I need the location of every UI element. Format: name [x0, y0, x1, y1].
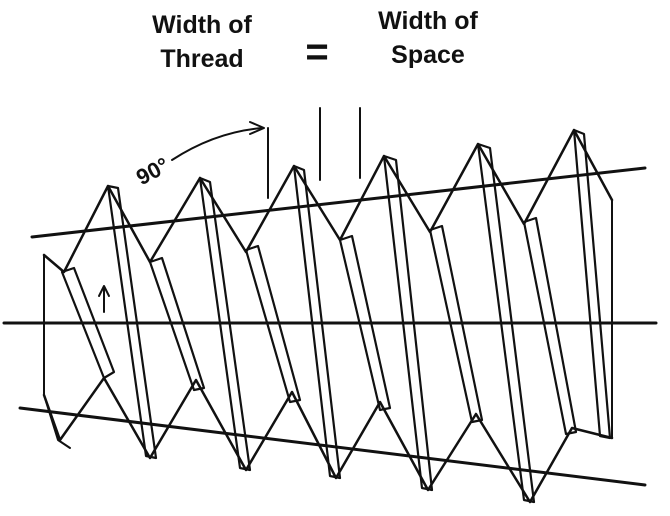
lower-thread-profile [42, 376, 614, 504]
thread-flank-band [428, 224, 484, 424]
thread-flank-band [382, 154, 434, 492]
width-of-thread-line2: Thread [160, 45, 244, 73]
width-of-thread-line1: Width of [152, 11, 252, 39]
thread-flank-band [244, 244, 302, 404]
thread-flank-band [476, 142, 536, 504]
thread-flank-band [60, 266, 116, 380]
thread-flank-band [148, 256, 206, 392]
width-of-space-line1: Width of [378, 7, 478, 35]
upper-taper-line [30, 166, 647, 239]
width-of-space-label: Width of Space [348, 4, 508, 72]
angle-arc [171, 127, 263, 161]
thread-flank-band [522, 216, 578, 436]
thread-flank-band [198, 176, 252, 472]
upper-thread-profile [42, 128, 614, 274]
width-of-thread-label: Width of Thread [128, 8, 276, 76]
angle-arrowhead [249, 121, 265, 135]
thread-flank-band [106, 184, 158, 460]
thread-flank-band [572, 128, 612, 440]
pitch-arrowhead [98, 285, 110, 297]
lower-taper-line [18, 406, 647, 487]
equals-sign: = [305, 30, 329, 74]
thread-flank-band [338, 234, 392, 412]
thread-flank-bands [60, 128, 612, 504]
thread-flank-band [292, 164, 342, 480]
width-of-space-line2: Space [391, 41, 465, 69]
